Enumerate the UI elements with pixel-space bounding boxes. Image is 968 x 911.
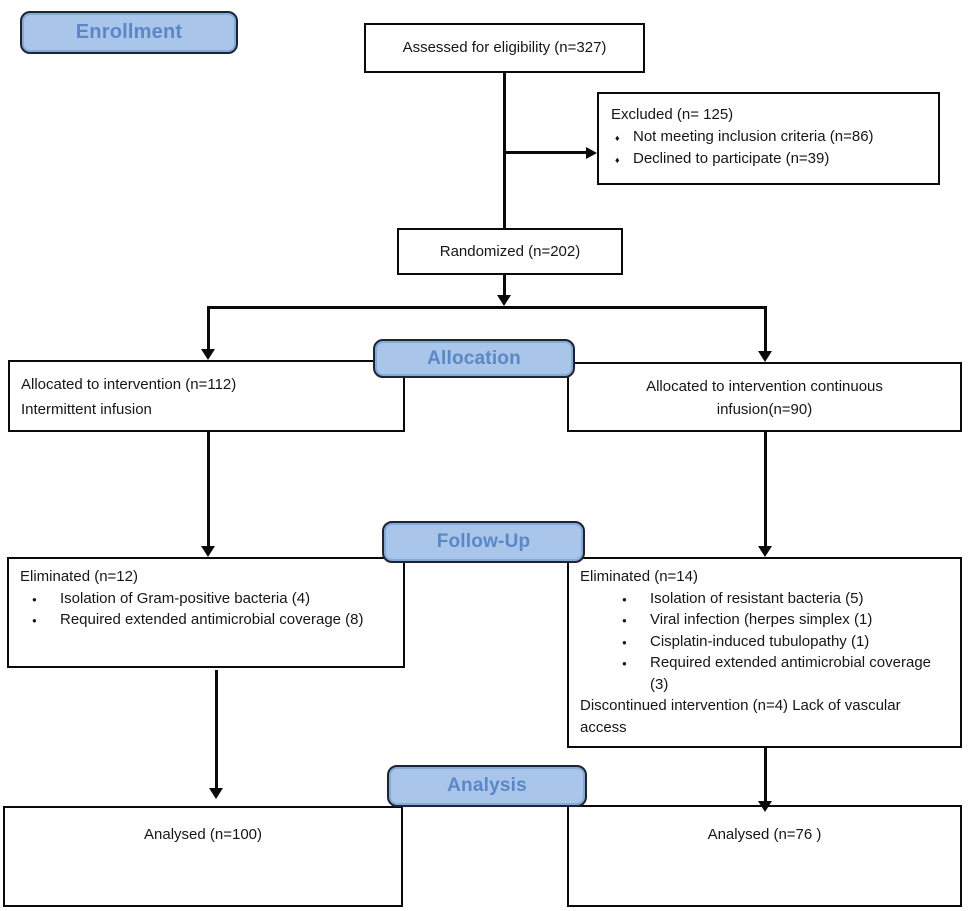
eliminated-right-list: Isolation of resistant bacteria (5) Vira…: [580, 588, 945, 696]
allocation-right-line2: infusion(n=90): [716, 401, 813, 418]
connector-randomized-to-branch: [503, 275, 506, 296]
enrollment-stage-badge: Enrollment: [20, 11, 238, 54]
eliminated-right-title: Eliminated (n=14): [580, 568, 698, 585]
enrollment-stage-label: Enrollment: [75, 21, 183, 43]
assessed-text: Assessed for eligibility (n=327): [402, 39, 607, 57]
analysed-right-box: Analysed (n=76 ): [567, 805, 962, 907]
connector-assessed-to-randomized: [503, 73, 506, 229]
arrowhead-analysed-right: [758, 801, 772, 812]
connector-branch-to-alloc-right: [764, 306, 767, 352]
connector-elim-to-analysed-left: [215, 670, 218, 789]
eliminated-right-box: Eliminated (n=14) Isolation of resistant…: [567, 557, 962, 748]
allocation-left-line1: Allocated to intervention (n=112): [21, 376, 237, 393]
excluded-box: Excluded (n= 125) Not meeting inclusion …: [597, 92, 940, 185]
allocation-stage-label: Allocation: [427, 347, 521, 369]
excluded-item: Declined to participate (n=39): [611, 148, 930, 171]
arrowhead-alloc-left: [201, 349, 215, 360]
excluded-list: Not meeting inclusion criteria (n=86) De…: [611, 126, 930, 171]
eliminated-right-item: Cisplatin-induced tubulopathy (1): [580, 631, 945, 652]
connector-to-excluded: [505, 151, 588, 154]
analysed-left-box: Analysed (n=100): [3, 806, 403, 907]
eliminated-right-item: Isolation of resistant bacteria (5): [580, 588, 945, 609]
randomized-text: Randomized (n=202): [439, 242, 581, 260]
analysed-right-text: Analysed (n=76 ): [707, 826, 822, 843]
analysis-stage-badge: Analysis: [387, 765, 587, 807]
analysis-stage-label: Analysis: [447, 775, 527, 796]
connector-alloc-to-elim-right: [764, 432, 767, 547]
allocation-left-line2: Intermittent infusion: [21, 401, 152, 418]
eliminated-left-item: Required extended antimicrobial coverage…: [20, 609, 392, 631]
arrowhead-alloc-right: [758, 351, 772, 362]
excluded-title: Excluded (n= 125): [611, 106, 734, 123]
allocation-stage-badge: Allocation: [373, 339, 575, 378]
eliminated-right-item: Required extended antimicrobial coverage…: [580, 652, 945, 695]
analysed-left-text: Analysed (n=100): [144, 826, 262, 843]
assessed-box: Assessed for eligibility (n=327): [364, 23, 645, 73]
connector-elim-to-analysed-right: [764, 748, 767, 801]
allocation-right-line1: Allocated to intervention continuous: [646, 378, 883, 395]
randomized-box: Randomized (n=202): [397, 228, 623, 275]
followup-stage-badge: Follow-Up: [382, 521, 585, 563]
arrowhead-excluded: [586, 147, 597, 159]
eliminated-left-item: Isolation of Gram-positive bacteria (4): [20, 588, 392, 609]
arrowhead-branch: [497, 295, 511, 306]
eliminated-left-box: Eliminated (n=12) Isolation of Gram-posi…: [7, 557, 405, 668]
eliminated-right-footer: Discontinued intervention (n=4) Lack of …: [580, 697, 901, 736]
branch-line: [207, 306, 767, 309]
connector-branch-to-alloc-left: [207, 306, 210, 350]
allocation-right-box: Allocated to intervention continuous inf…: [567, 362, 962, 432]
arrowhead-elim-right: [758, 546, 772, 557]
followup-stage-label: Follow-Up: [436, 531, 531, 552]
eliminated-right-item: Viral infection (herpes simplex (1): [580, 609, 945, 631]
excluded-item: Not meeting inclusion criteria (n=86): [611, 126, 930, 149]
arrowhead-analysed-left: [209, 788, 223, 799]
connector-alloc-to-elim-left: [207, 432, 210, 547]
arrowhead-elim-left: [201, 546, 215, 557]
allocation-left-box: Allocated to intervention (n=112) Interm…: [8, 360, 405, 432]
eliminated-left-list: Isolation of Gram-positive bacteria (4) …: [20, 588, 392, 631]
eliminated-left-title: Eliminated (n=12): [20, 568, 138, 585]
